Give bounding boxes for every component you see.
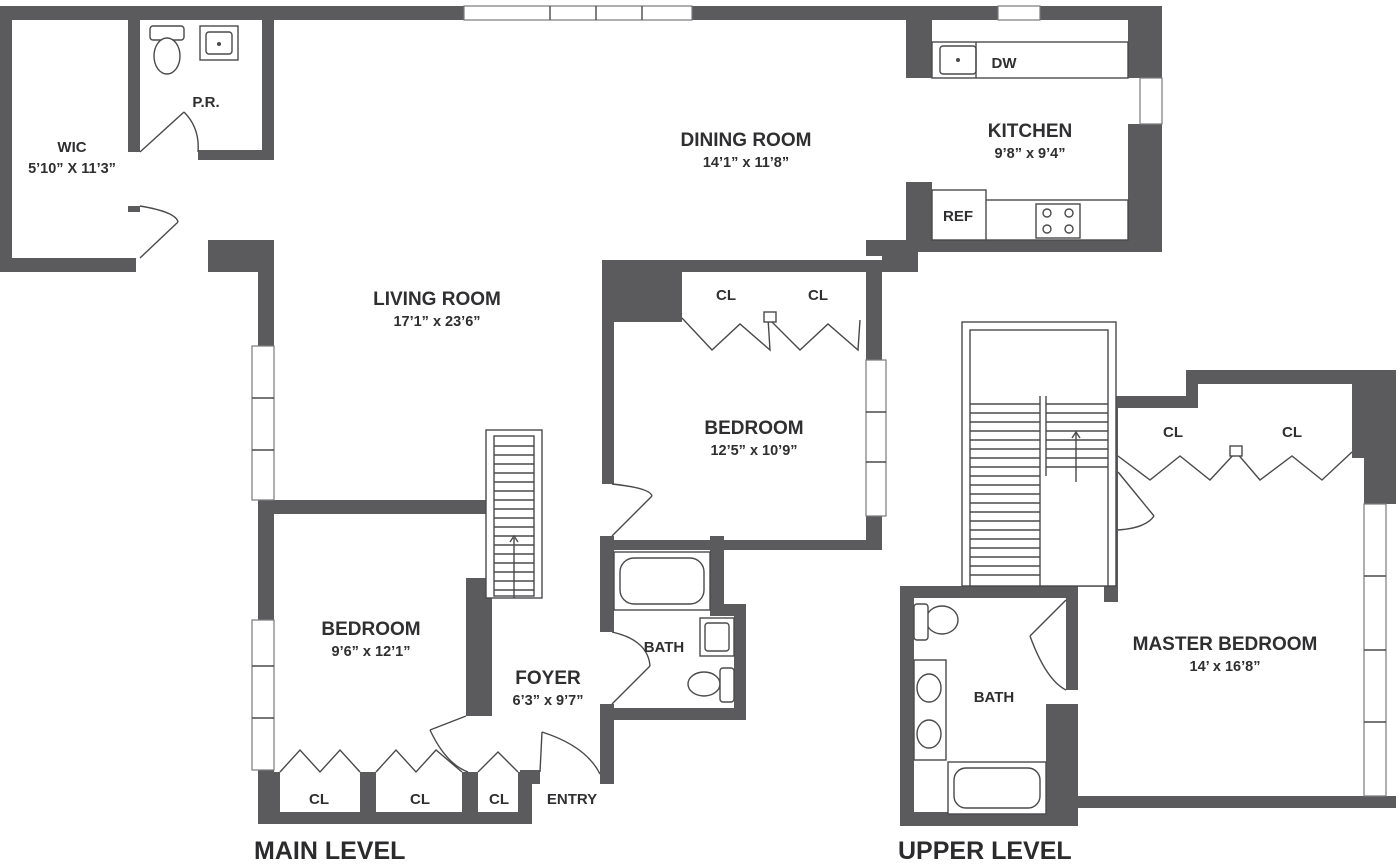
room-labels: WIC 5’10” X 11’3” P.R. DINING ROOM 14’1”… [28, 55, 1317, 808]
upper-level-label: UPPER LEVEL [898, 837, 1072, 864]
windows [251, 5, 1387, 797]
closet-label: CL [410, 791, 430, 808]
fixtures [149, 25, 1129, 815]
stairs [485, 321, 1117, 599]
foyer-label: FOYER [515, 668, 581, 689]
living-room-label: LIVING ROOM [373, 289, 501, 310]
refrigerator-label: REF [943, 208, 973, 225]
main-bath-label: BATH [644, 639, 685, 656]
dining-room-label: DINING ROOM [681, 130, 812, 151]
closet-label: CL [309, 791, 329, 808]
wic-dims: 5’10” X 11’3” [28, 161, 116, 177]
upper-bath-label: BATH [974, 689, 1015, 706]
foyer-dims: 6’3” x 9’7” [513, 693, 584, 709]
doors [139, 111, 1155, 775]
main-level-label: MAIN LEVEL [254, 837, 405, 864]
kitchen-label: KITCHEN [988, 121, 1072, 142]
living-room-dims: 17’1” x 23’6” [393, 314, 480, 330]
master-bedroom-label: MASTER BEDROOM [1133, 634, 1318, 655]
closet-doors [279, 311, 1353, 774]
main-level-walls [0, 6, 1162, 824]
bedroom-center-dims: 12’5” x 10’9” [710, 443, 797, 459]
closet-label: CL [716, 287, 736, 304]
entry-label: ENTRY [547, 791, 597, 808]
kitchen-dims: 9’8” x 9’4” [995, 146, 1066, 162]
closet-label: CL [1282, 424, 1302, 441]
bedroom-left-label: BEDROOM [321, 619, 420, 640]
level-labels: MAIN LEVEL UPPER LEVEL [254, 837, 1072, 864]
closet-label: CL [1163, 424, 1183, 441]
bedroom-center-label: BEDROOM [704, 418, 803, 439]
closet-label: CL [489, 791, 509, 808]
powder-room-label: P.R. [192, 94, 219, 111]
dishwasher-label: DW [992, 55, 1018, 72]
closet-label: CL [808, 287, 828, 304]
wic-label: WIC [57, 139, 86, 156]
bedroom-left-dims: 9’6” x 12’1” [332, 644, 411, 660]
dining-room-dims: 14’1” x 11’8” [703, 155, 789, 171]
master-bedroom-dims: 14’ x 16’8” [1190, 659, 1261, 675]
